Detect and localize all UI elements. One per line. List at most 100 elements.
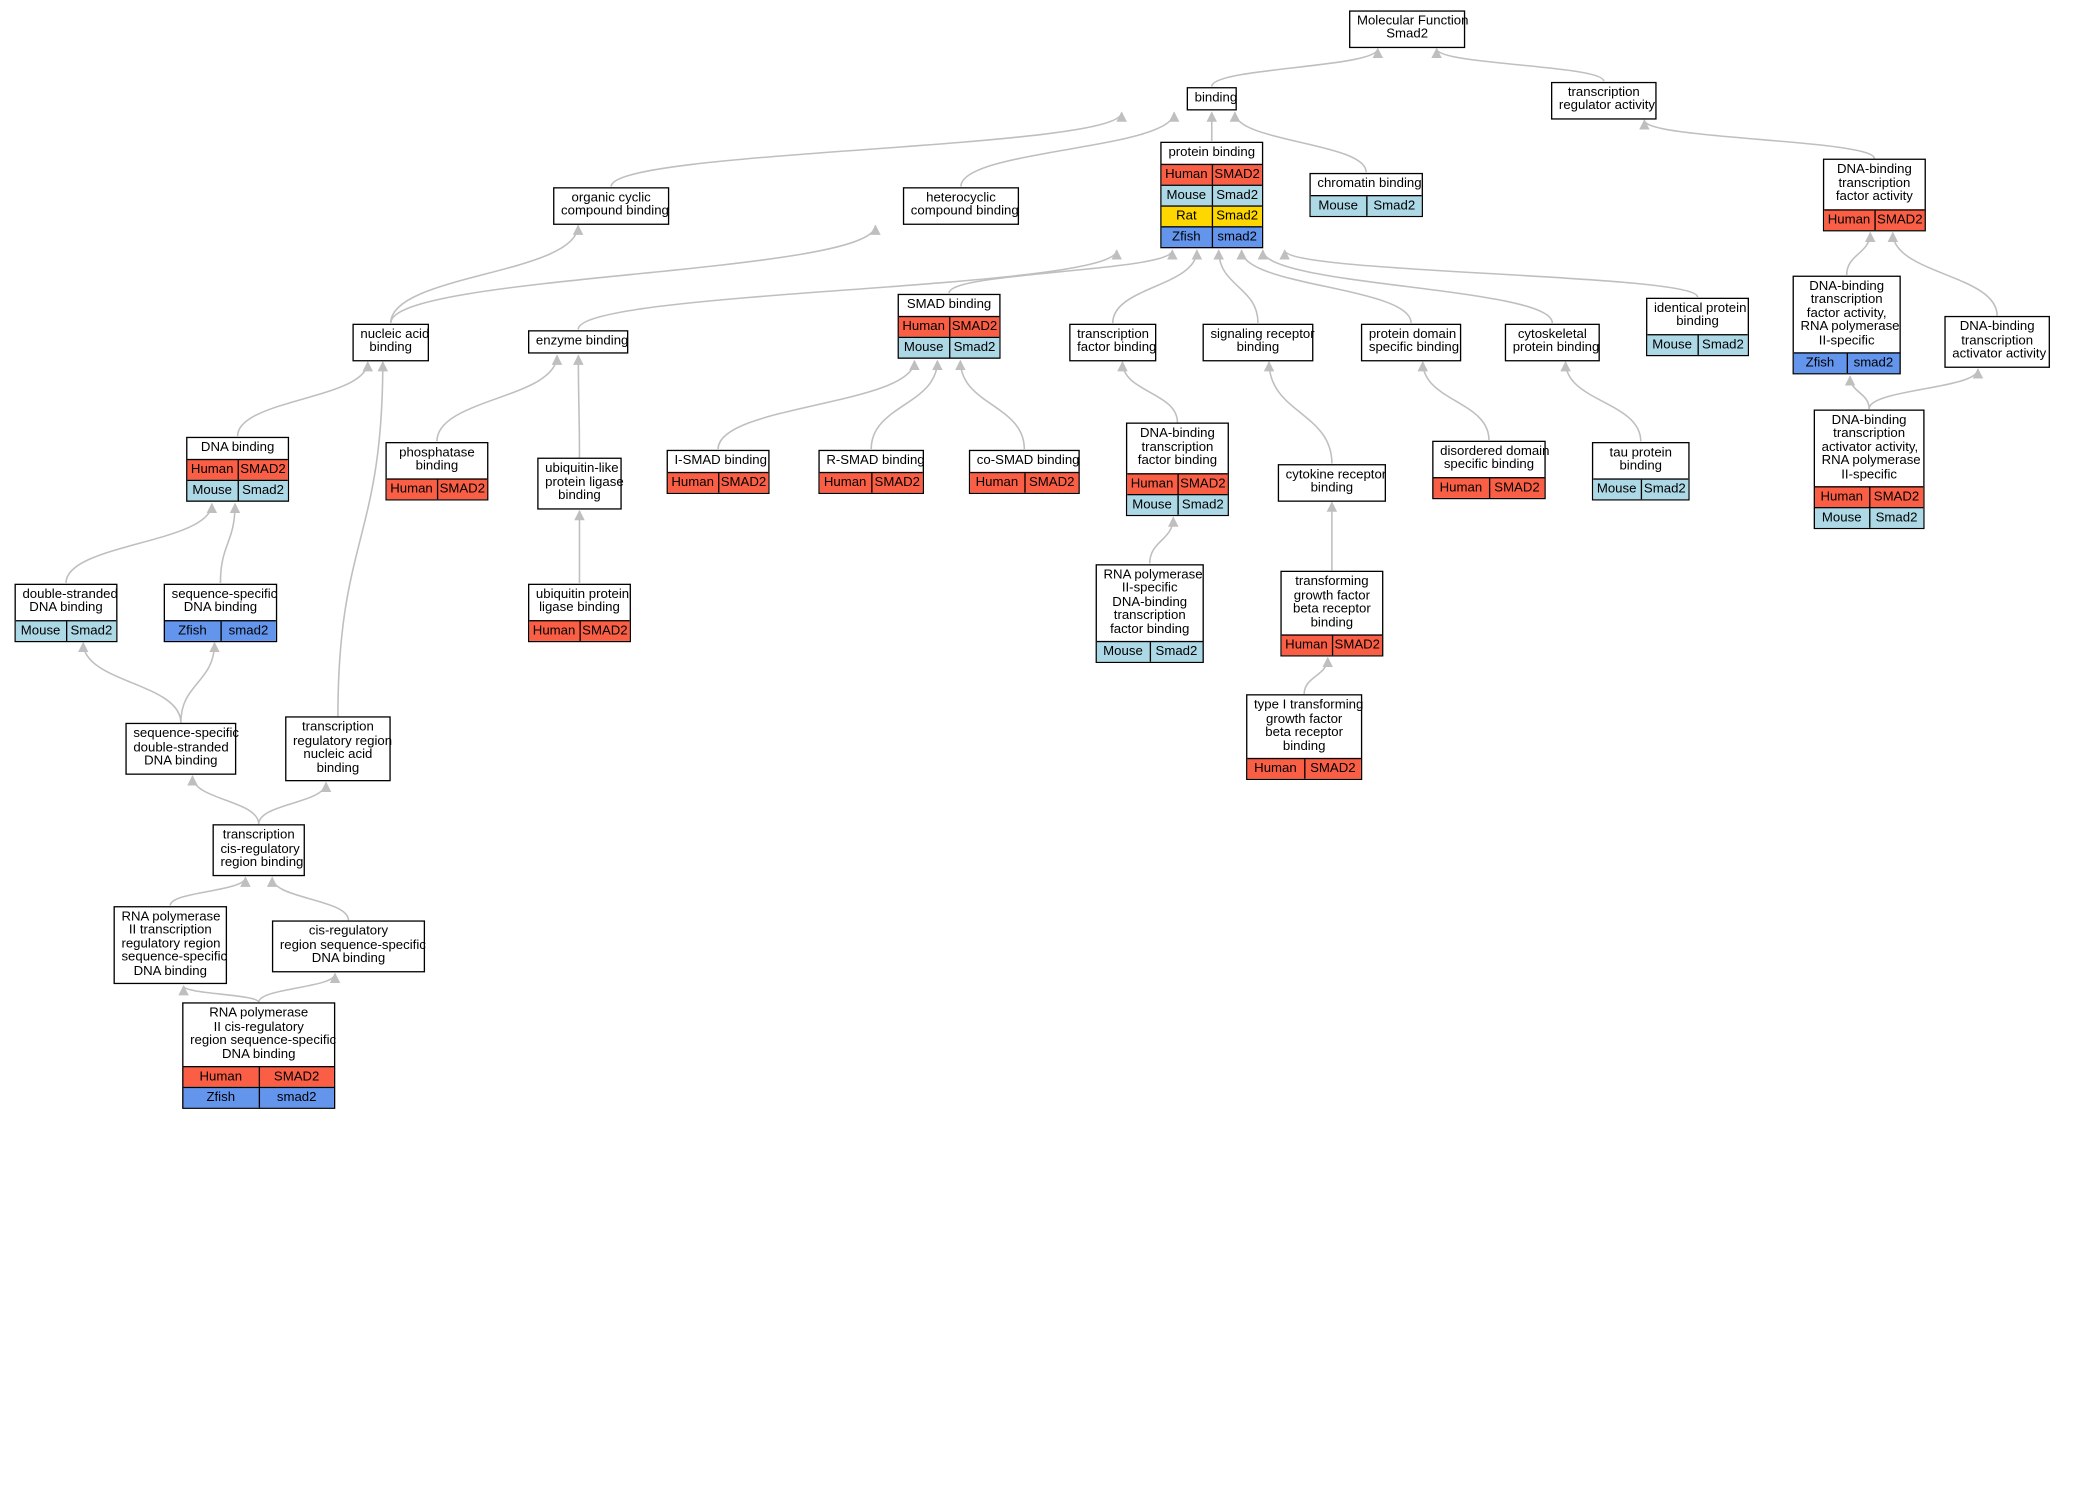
edge-phb-to-eb (436, 354, 563, 442)
go-term-tra[interactable]: transcription regulator activity (1551, 81, 1657, 119)
go-term-mf[interactable]: Molecular Function Smad2 (1349, 9, 1468, 48)
edge-rsb-to-smadb (870, 359, 943, 450)
species-gene-row: Mouse Smad2 (1096, 640, 1203, 662)
gene-symbol: SMAD2 (1868, 487, 1923, 507)
go-term-srb[interactable]: signaling receptor binding (1202, 323, 1315, 361)
species-name: Human (1165, 167, 1208, 182)
go-term-cpb[interactable]: cytoskeletal protein binding (1504, 323, 1600, 361)
species-name: Human (1820, 490, 1864, 505)
edge-t1tgfbrb-to-tgfbrb (1303, 656, 1333, 695)
species-name: Human (1285, 638, 1328, 653)
go-term-ocb[interactable]: organic cyclic compound binding (553, 186, 670, 225)
go-term-dtfb[interactable]: DNA-binding transcription factor binding… (1125, 422, 1229, 516)
gene-symbol: SMAD2 (1303, 759, 1361, 779)
gene-symbol: Smad2 (1640, 479, 1688, 499)
edge-ssdb-to-dnab (219, 502, 241, 584)
go-term-label: enzyme binding (535, 333, 629, 348)
go-term-rp2trr[interactable]: RNA polymerase II transcription regulato… (113, 905, 227, 985)
go-term-dtaa[interactable]: DNA-binding transcription activator acti… (1944, 315, 2050, 368)
gene-symbol: Smad2 (65, 620, 116, 641)
go-term-label: DNA-binding transcription activator acti… (1952, 319, 2047, 362)
go-term-trrnab[interactable]: transcription regulatory region nucleic … (285, 716, 393, 782)
edge-binding-to-mf (1210, 47, 1384, 87)
go-term-t1tgfbrb[interactable]: type I transforming growth factor beta r… (1246, 694, 1363, 780)
edge-dnab-to-nab (236, 361, 373, 437)
go-term-dtfa[interactable]: DNA-binding transcription factor activit… (1822, 158, 1926, 231)
go-term-eb[interactable]: enzyme binding (528, 329, 629, 354)
go-term-label: I-SMAD binding (674, 453, 767, 468)
go-term-crrssdb[interactable]: cis-regulatory region sequence-specific … (271, 920, 426, 972)
gene-symbol: SMAD2 (717, 473, 768, 493)
go-term-tfb[interactable]: transcription factor binding (1069, 323, 1156, 361)
edge-dtfb-to-tfb (1117, 361, 1179, 423)
species-name: Mouse (20, 623, 61, 638)
go-term-hcb[interactable]: heterocyclic compound binding (902, 186, 1020, 225)
edge-pdsb-to-pb (1236, 249, 1412, 324)
go-term-label: chromatin binding (1317, 176, 1422, 191)
go-term-label: co-SMAD binding (976, 453, 1080, 468)
edge-rp2crr-to-crrssdb (257, 972, 341, 1003)
edge-ipb-to-pb (1279, 249, 1699, 298)
go-term-crb[interactable]: cytokine receptor binding (1277, 463, 1386, 502)
species-name: Human (671, 475, 714, 491)
gene-symbol: Smad2 (1149, 642, 1202, 662)
go-term-pdsb[interactable]: protein domain specific binding (1360, 323, 1462, 361)
gene-symbol: SMAD2 (1211, 165, 1262, 185)
species-name: Mouse (1103, 644, 1143, 660)
species-name: Mouse (1318, 198, 1358, 214)
edge-eb-to-pb (577, 249, 1122, 330)
edge-rp2tfb-to-dtfb (1148, 516, 1179, 564)
go-term-ssdsdb[interactable]: sequence-specific double-stranded DNA bi… (125, 722, 239, 775)
edge-isb-to-smadb (717, 359, 920, 450)
go-term-nab[interactable]: nucleic acid binding (352, 323, 429, 361)
go-term-label: signaling receptor binding (1210, 326, 1315, 355)
go-term-dtaa2[interactable]: DNA-binding transcription activator acti… (1813, 408, 1925, 530)
go-term-rp2crr[interactable]: RNA polymerase II cis-regulatory region … (182, 1002, 336, 1109)
go-term-label: DNA-binding transcription activator acti… (1821, 412, 1921, 482)
species-gene-row: Mouse Smad2 (15, 619, 117, 641)
go-term-binding[interactable]: binding (1186, 86, 1237, 111)
edge-dtaa-to-dtfa (1887, 231, 1998, 316)
go-term-label: ubiquitin-like protein ligase binding (545, 461, 624, 504)
go-term-label: disordered domain specific binding (1440, 443, 1550, 472)
edge-tfb-to-pb (1111, 249, 1203, 324)
go-term-tgfbrb[interactable]: transforming growth factor beta receptor… (1280, 570, 1384, 657)
go-term-label: transcription regulatory region nucleic … (293, 720, 393, 776)
go-term-label: transcription factor binding (1077, 326, 1157, 355)
go-term-ulplb[interactable]: ubiquitin-like protein ligase binding (537, 457, 624, 509)
gene-symbol: SMAD2 (870, 473, 923, 493)
go-term-label: DNA-binding transcription factor binding (1137, 426, 1218, 468)
go-term-label: cis-regulatory region sequence-specific … (279, 924, 426, 966)
edge-trrnab-to-nab (337, 361, 389, 717)
go-term-rp2tfb[interactable]: RNA polymerase II-specific DNA-binding t… (1095, 563, 1204, 663)
go-term-tcrrb[interactable]: transcription cis-regulatory region bind… (212, 824, 305, 876)
gene-symbol: smad2 (219, 620, 276, 641)
go-term-dtfa2[interactable]: DNA-binding transcription factor activit… (1792, 274, 1901, 375)
go-term-label: double-stranded DNA binding (22, 586, 118, 615)
